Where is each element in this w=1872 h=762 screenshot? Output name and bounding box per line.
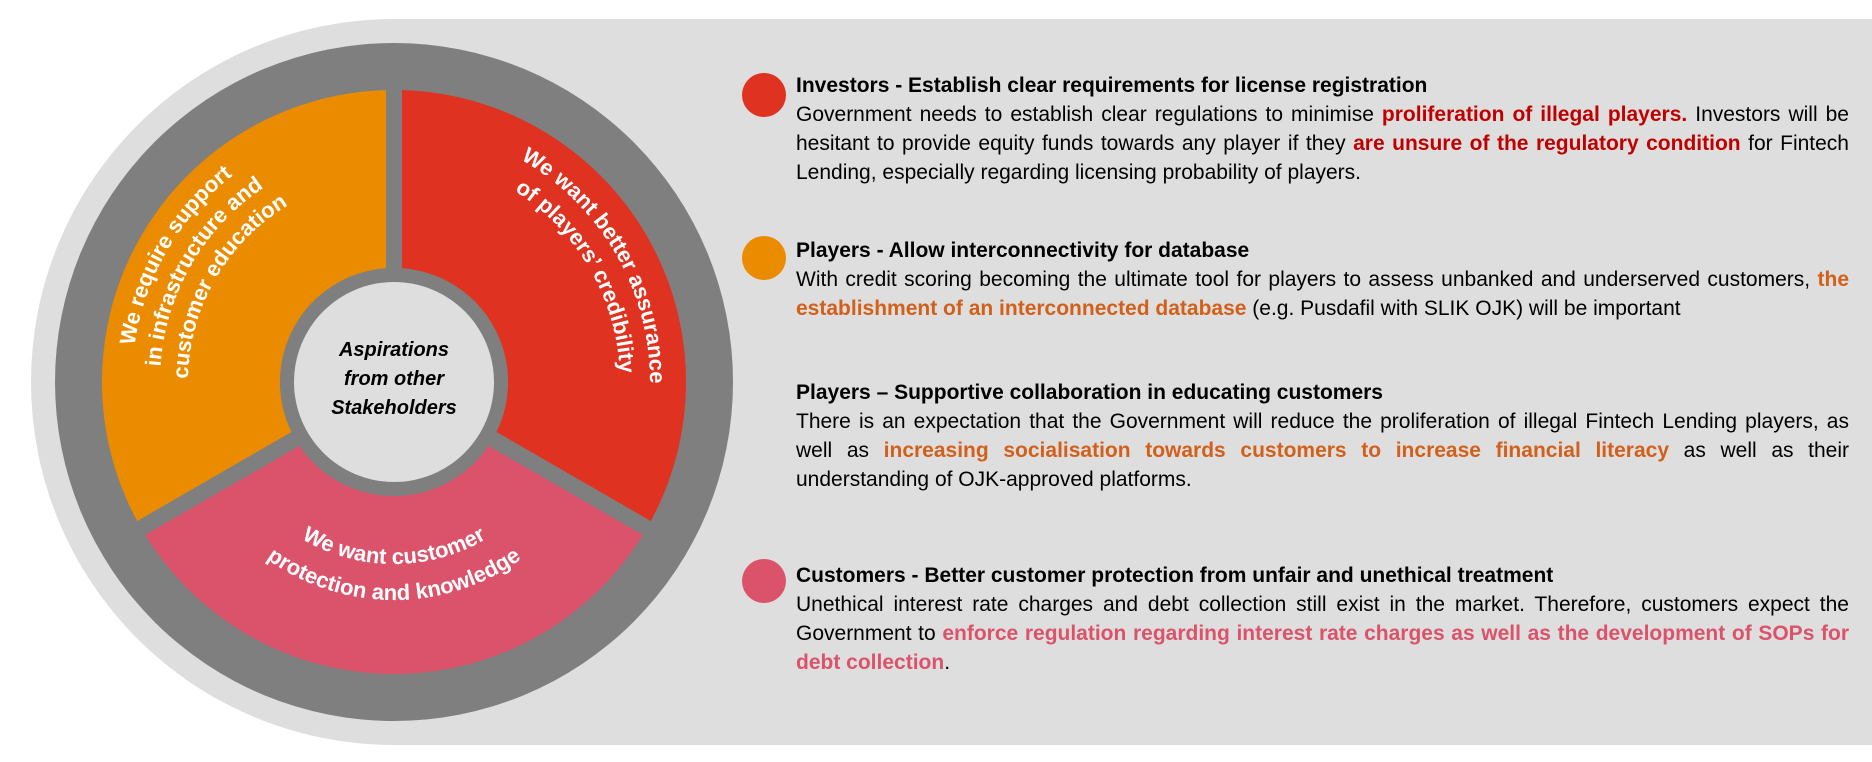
section-players-education: Players – Supportive collaboration in ed… bbox=[796, 378, 1849, 494]
stakeholder-wheel: Aspirations from other Stakeholders We w… bbox=[31, 19, 757, 745]
section-body: Government needs to establish clear regu… bbox=[796, 103, 1849, 184]
bullet-players-icon bbox=[742, 236, 786, 280]
section-body: Unethical interest rate charges and debt… bbox=[796, 593, 1849, 674]
segment-players bbox=[101, 90, 394, 528]
center-label-line: Stakeholders bbox=[331, 397, 457, 419]
section-body: With credit scoring becoming the ultimat… bbox=[796, 268, 1849, 320]
section-players-database: Players - Allow interconnectivity for da… bbox=[796, 236, 1849, 323]
center-circle bbox=[294, 282, 494, 482]
center-label-line: Aspirations bbox=[338, 339, 449, 361]
bullet-customers-icon bbox=[742, 559, 786, 603]
section-body: There is an expectation that the Governm… bbox=[796, 410, 1850, 491]
section-investors: Investors - Establish clear requirements… bbox=[796, 71, 1849, 187]
center-label-line: from other bbox=[344, 368, 445, 390]
segment-customers bbox=[141, 439, 647, 674]
segment-investors bbox=[394, 90, 686, 528]
section-title: Players - Allow interconnectivity for da… bbox=[796, 239, 1250, 262]
bullet-investors-icon bbox=[742, 73, 786, 117]
section-customers: Customers - Better customer protection f… bbox=[796, 561, 1849, 677]
section-title: Customers - Better customer protection f… bbox=[796, 564, 1554, 587]
section-title: Players – Supportive collaboration in ed… bbox=[796, 381, 1383, 404]
section-title: Investors - Establish clear requirements… bbox=[796, 74, 1428, 97]
